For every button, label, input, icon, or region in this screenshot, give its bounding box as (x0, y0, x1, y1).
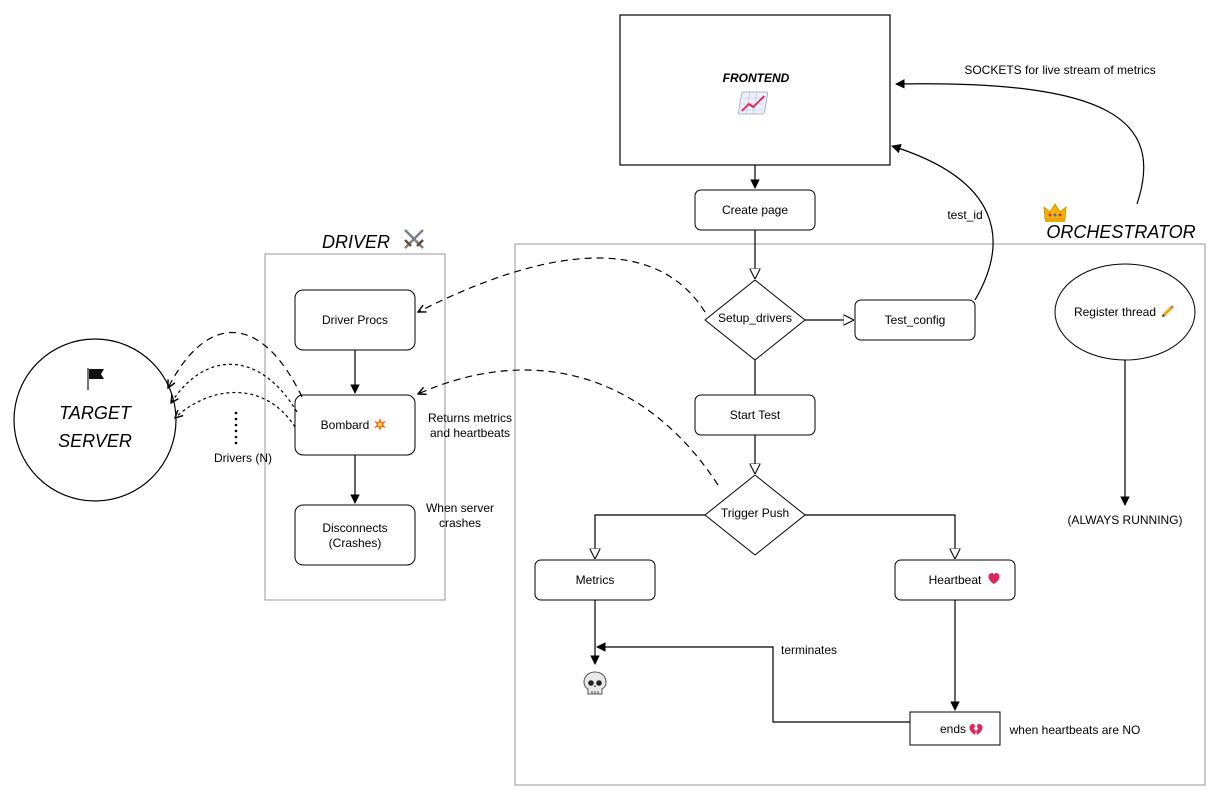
broken-heart-icon (969, 724, 983, 735)
create-page-label: Create page (722, 203, 788, 217)
ends-node: ends (909, 711, 1001, 746)
test-config-label: Test_config (885, 313, 946, 327)
setup-drivers-decision: Setup_drivers (704, 279, 806, 361)
metrics-node: Metrics (534, 559, 656, 601)
crossed-swords-icon (404, 229, 424, 249)
returns-label-line2: and heartbeats (430, 426, 510, 440)
setup-drivers-label: Setup_drivers (718, 311, 792, 325)
chart-increasing-icon (738, 91, 769, 115)
frontend-title: FRONTEND (723, 71, 790, 85)
drivers-ellipsis (234, 411, 238, 445)
edge-bombard-target-dashed-1 (168, 331, 303, 398)
target-label-line1: TARGET (59, 403, 133, 423)
driver-procs-label: Driver Procs (322, 313, 388, 327)
when-heartbeats-label: when heartbeats are NO (1009, 723, 1141, 737)
edge-bombard-target-dashed-2 (171, 363, 298, 413)
drivers-n-label: Drivers (N) (214, 451, 272, 465)
metrics-label: Metrics (576, 573, 615, 587)
always-running-label: (ALWAYS RUNNING) (1067, 513, 1182, 527)
disconnects-label-line2: (Crashes) (329, 536, 382, 550)
edge-trigger-bombard-dashed (418, 369, 719, 486)
pencil-icon (1161, 304, 1175, 318)
start-test-node: Start Test (694, 394, 816, 436)
driver-procs-node: Driver Procs (294, 289, 416, 351)
collision-icon (374, 418, 386, 431)
when-server-label-line2: crashes (439, 516, 481, 530)
when-server-label-line1: When server (426, 501, 494, 515)
edge-testconfig-frontend (891, 144, 994, 301)
create-page-node: Create page (694, 189, 816, 231)
target-label-line2: SERVER (58, 431, 132, 451)
heart-icon (988, 573, 1000, 584)
driver-title: DRIVER (322, 232, 390, 252)
disconnects-node: Disconnects (Crashes) (294, 504, 416, 566)
start-test-label: Start Test (730, 408, 781, 422)
crown-icon (1043, 203, 1067, 222)
bombard-node: Bombard (294, 394, 416, 456)
test-config-node: Test_config (854, 299, 976, 341)
black-flag-icon (87, 368, 104, 390)
orchestrator-container: ORCHESTRATOR (514, 203, 1206, 786)
edges (168, 79, 1145, 723)
frontend-box: FRONTEND (619, 14, 891, 166)
edge-orchestrator-frontend (895, 79, 1145, 205)
terminates-label: terminates (781, 643, 837, 657)
edge-labels: SOCKETS for live stream of metrics test_… (214, 63, 1183, 737)
driver-container: DRIVER (264, 229, 446, 601)
bombard-label: Bombard (321, 418, 370, 432)
disconnects-label-line1: Disconnects (322, 521, 387, 535)
test-id-label: test_id (947, 208, 982, 222)
heartbeat-node: Heartbeat (894, 559, 1016, 601)
edge-setup-driverprocs-dashed (418, 257, 706, 312)
edge-trigger-metrics (595, 514, 705, 558)
register-thread-label: Register thread (1074, 305, 1156, 319)
edge-bombard-target-dashed-3 (175, 391, 296, 428)
register-thread-node: Register thread (1054, 263, 1196, 361)
orchestrator-title: ORCHESTRATOR (1046, 222, 1195, 242)
trigger-push-decision: Trigger Push (704, 474, 806, 556)
heartbeat-label: Heartbeat (929, 573, 982, 587)
ends-label: ends (940, 722, 966, 736)
sockets-label: SOCKETS for live stream of metrics (964, 63, 1155, 77)
trigger-push-label: Trigger Push (721, 506, 789, 520)
edge-trigger-heartbeat (805, 514, 955, 558)
edge-ends-terminates (596, 642, 910, 723)
skull-icon (583, 671, 607, 695)
target-server: TARGET SERVER (13, 338, 177, 502)
returns-label-line1: Returns metrics (428, 411, 512, 425)
